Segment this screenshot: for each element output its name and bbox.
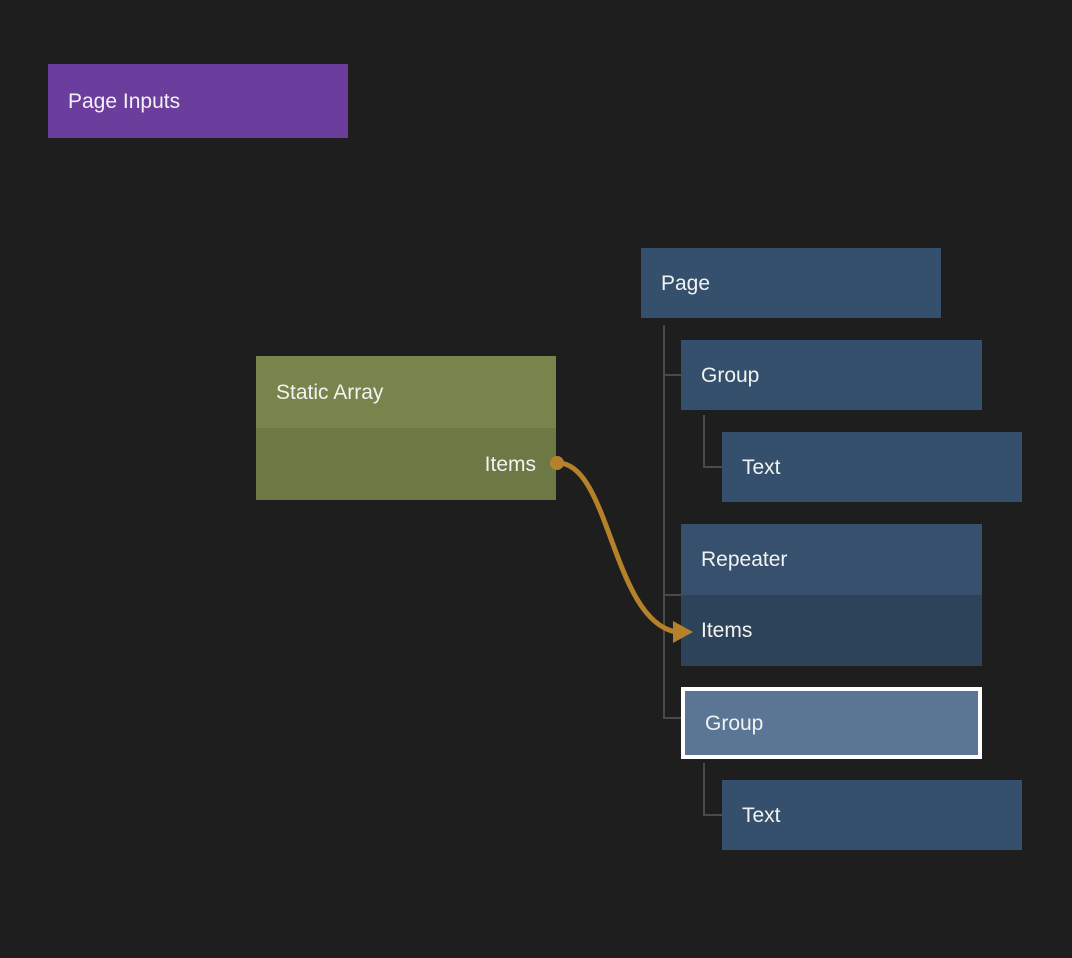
tree-trunk-line-group-1 (703, 415, 705, 468)
node-group-2[interactable]: Group (685, 691, 978, 755)
node-page-inputs-header[interactable]: Page Inputs (48, 64, 348, 138)
node-page-inputs[interactable]: Page Inputs (48, 64, 348, 138)
node-static-array-title: Static Array (276, 380, 384, 404)
node-text-2-title: Text (742, 803, 781, 827)
node-page-title: Page (661, 271, 711, 295)
node-group-1-title: Group (701, 363, 760, 387)
node-repeater-header[interactable]: Repeater (681, 524, 982, 595)
node-text-2[interactable]: Text (722, 780, 1022, 850)
node-repeater-title: Repeater (701, 548, 788, 571)
tree-stub-text-2 (703, 814, 722, 816)
tree-stub-group-2 (663, 717, 681, 719)
node-repeater[interactable]: Repeater Items (681, 524, 982, 666)
node-text-1[interactable]: Text (722, 432, 1022, 502)
node-group-1-header[interactable]: Group (681, 340, 982, 410)
tree-trunk-line-group-2 (703, 763, 705, 816)
node-repeater-input-row[interactable]: Items (681, 595, 982, 666)
node-repeater-input-label: Items (701, 619, 753, 642)
node-static-array-output-label: Items (484, 452, 536, 476)
node-page-inputs-title: Page Inputs (68, 89, 181, 113)
node-static-array-output-row[interactable]: Items (256, 428, 556, 500)
output-port-items-dot[interactable] (550, 456, 564, 470)
node-group-1[interactable]: Group (681, 340, 982, 410)
tree-stub-group-1 (663, 374, 681, 376)
node-text-2-header[interactable]: Text (722, 780, 1022, 850)
node-page[interactable]: Page (641, 248, 941, 318)
tree-trunk-line (663, 325, 665, 719)
tree-stub-text-1 (703, 466, 722, 468)
node-page-header[interactable]: Page (641, 248, 941, 318)
edge-static-array-items-to-repeater-items (555, 460, 679, 635)
node-static-array[interactable]: Static Array Items (256, 356, 556, 500)
node-text-1-header[interactable]: Text (722, 432, 1022, 502)
node-static-array-header[interactable]: Static Array (256, 356, 556, 428)
node-group-2-header[interactable]: Group (685, 691, 978, 755)
node-text-1-title: Text (742, 455, 781, 479)
tree-stub-repeater (663, 594, 681, 596)
node-group-2-title: Group (705, 711, 764, 735)
